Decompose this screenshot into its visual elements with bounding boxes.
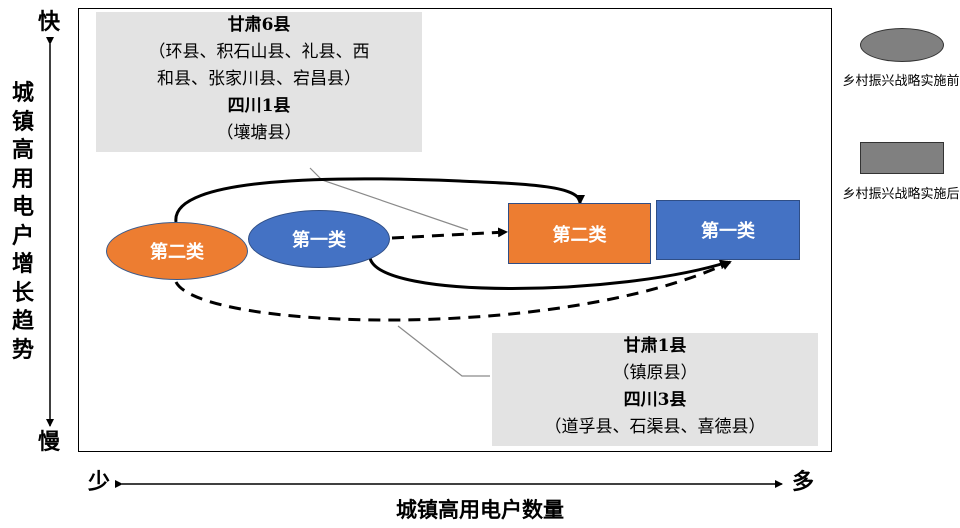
- legend-after-swatch: [860, 142, 944, 174]
- after-class1-label: 第一类: [701, 221, 755, 242]
- before-class1-ellipse: 第一类: [248, 210, 390, 268]
- before-class2-label: 第二类: [150, 242, 204, 263]
- legend-before-label: 乡村振兴战略实施前: [842, 74, 960, 89]
- y-axis-slow-label: 慢: [38, 430, 61, 455]
- top-box-heading-gansu: 甘肃6县: [227, 15, 291, 35]
- arrow-class2-to-class1: [174, 260, 732, 322]
- after-class2-label: 第二类: [552, 224, 607, 246]
- x-axis-many-label: 多: [792, 470, 815, 495]
- top-box-line-1: （环县、积石山县、礼县、西: [148, 42, 370, 62]
- arrow-class1-to-class2: [391, 227, 508, 240]
- top-box-line-3: （壤塘县）: [216, 123, 302, 143]
- bottom-box-heading-gansu: 甘肃1县: [623, 336, 687, 356]
- arrow-class2-to-class2: [174, 177, 585, 223]
- before-class1-label: 第一类: [292, 230, 346, 251]
- x-axis-few-label: 少: [88, 470, 111, 495]
- bottom-box-line-2: （道孚县、石渠县、喜德县）: [544, 417, 766, 437]
- legend-before-swatch: [860, 28, 944, 62]
- diagram-frame: [78, 8, 832, 452]
- legend-after-label: 乡村振兴战略实施后: [842, 187, 960, 202]
- arrow-class1-to-class1: [368, 257, 730, 290]
- bottom-box-pointer: [397, 325, 490, 377]
- bottom-box-line-1: （镇原县）: [612, 363, 698, 383]
- after-class2-rect: 第二类: [508, 203, 651, 264]
- x-axis-title: 城镇高用电户数量: [396, 498, 564, 522]
- y-axis-fast-label: 快: [38, 10, 61, 35]
- bottom-box-heading-sichuan: 四川3县: [623, 390, 687, 410]
- before-class2-ellipse: 第二类: [106, 222, 248, 280]
- top-county-box: 甘肃6县 （环县、积石山县、礼县、西 和县、张家川县、宕昌县） 四川1县 （壤塘…: [96, 12, 422, 152]
- top-box-heading-sichuan: 四川1县: [227, 96, 291, 116]
- after-class1-rect: 第一类: [656, 200, 800, 260]
- y-axis-title: 城镇高用电户增长趋势: [11, 81, 34, 363]
- bottom-county-box: 甘肃1县 （镇原县） 四川3县 （道孚县、石渠县、喜德县）: [492, 333, 818, 446]
- top-box-line-2: 和县、张家川县、宕昌县）: [157, 69, 361, 89]
